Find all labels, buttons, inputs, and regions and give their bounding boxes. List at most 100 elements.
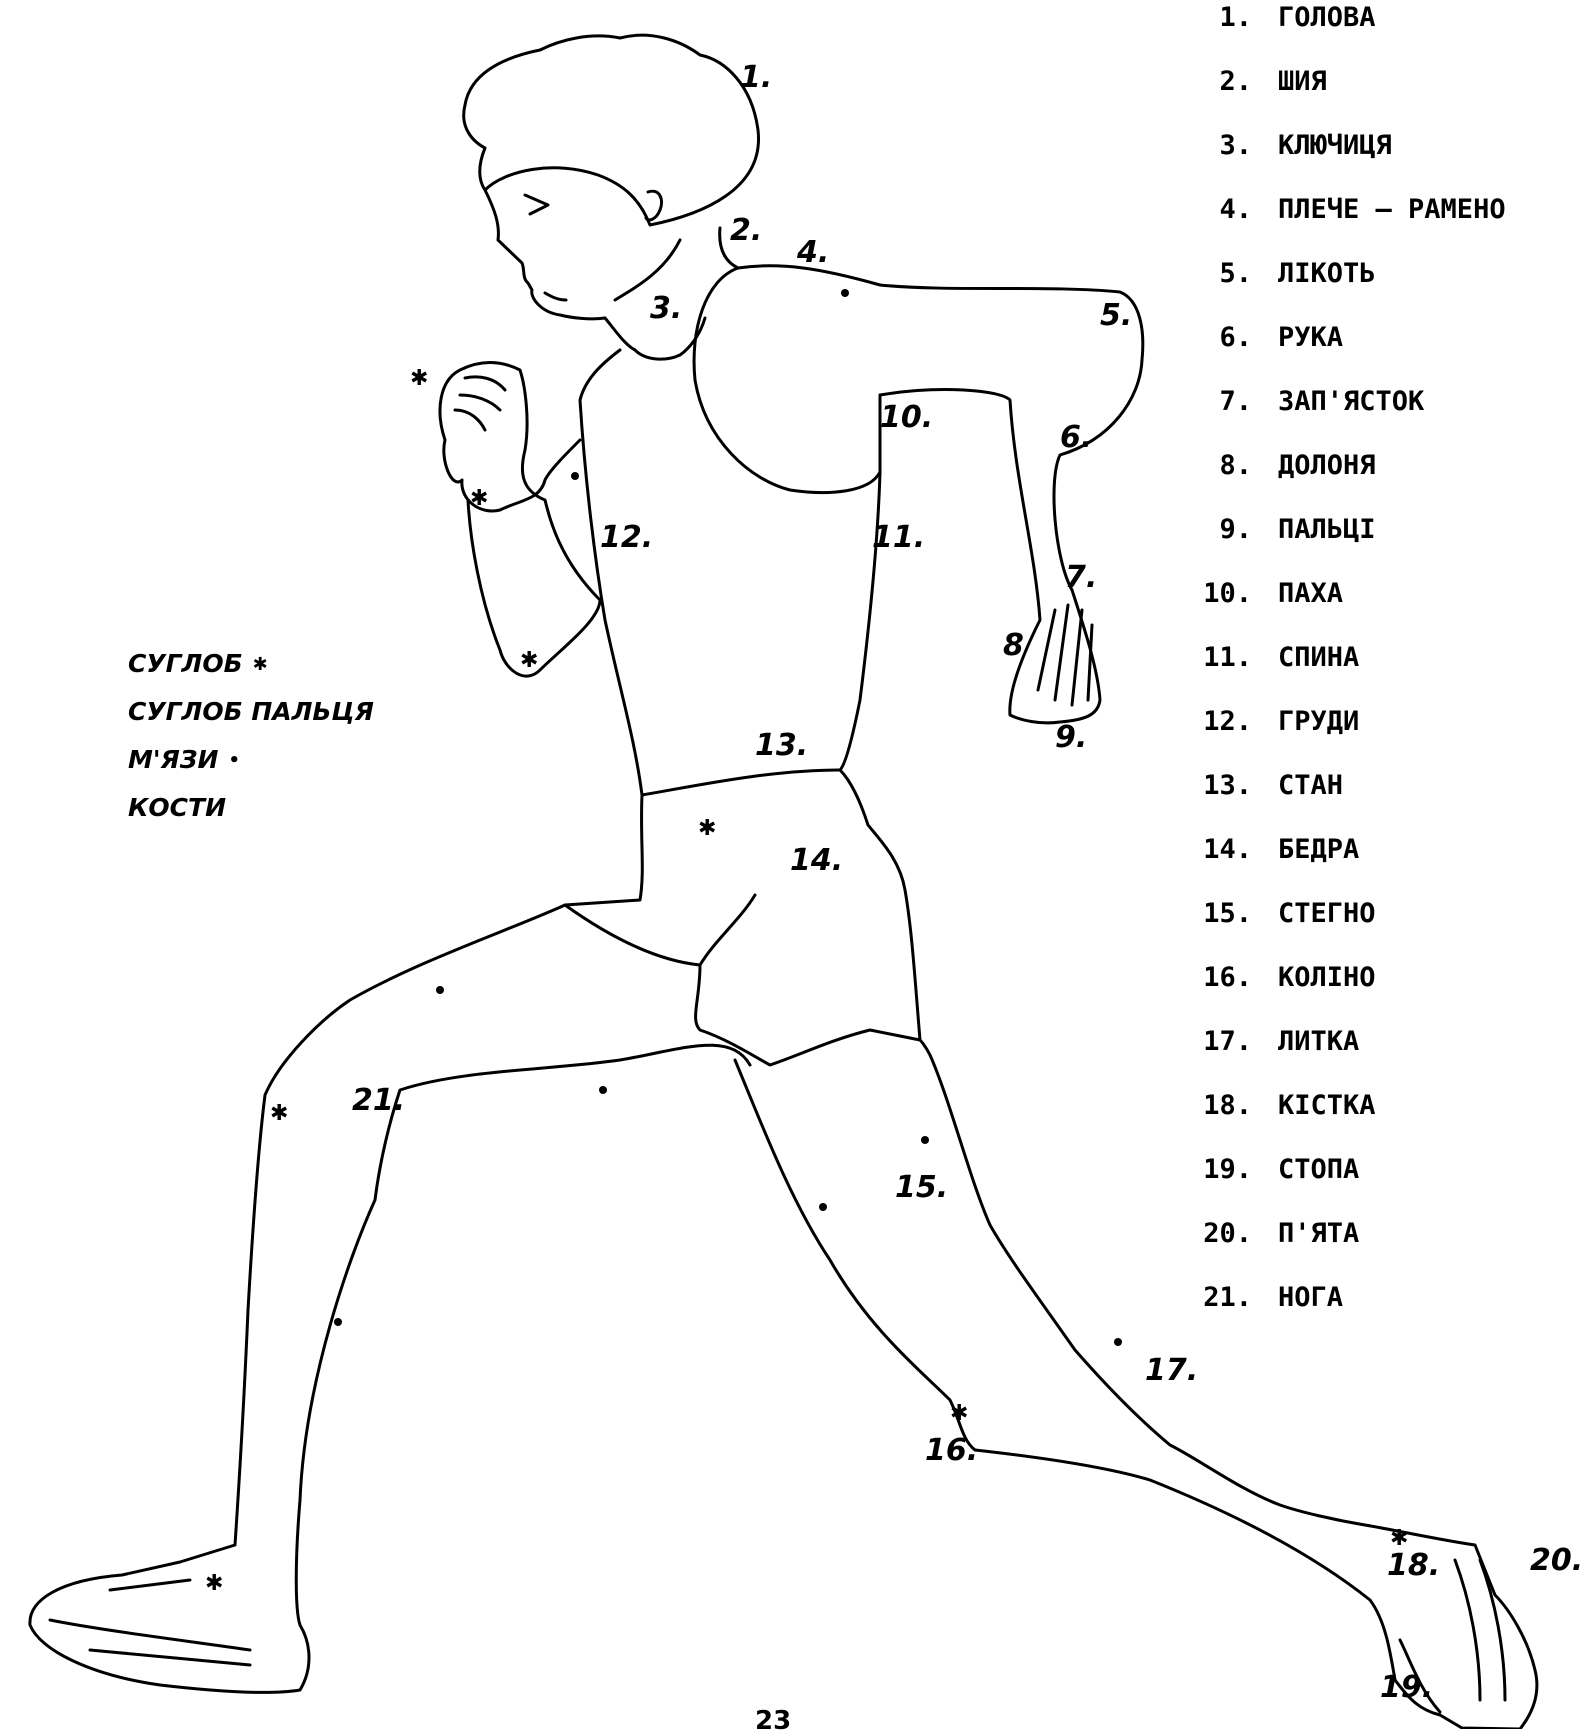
legend-number: 4.: [1219, 178, 1252, 242]
legend-label: ШИЯ: [1278, 50, 1327, 114]
figure-number-19: 19.: [1380, 1670, 1433, 1705]
legend-item: 21.НОГА: [1170, 1266, 1570, 1330]
shorts-slit: [700, 895, 755, 965]
legend-label: ЗАП'ЯСТОК: [1278, 370, 1424, 434]
key-item: СУГЛОБ ✱: [128, 640, 374, 688]
legend-item: 13. СТАН: [1170, 754, 1570, 818]
fist-knuckles: [455, 377, 505, 430]
legend-number: 14.: [1203, 818, 1252, 882]
legend-number: 20.: [1203, 1202, 1252, 1266]
legend-label: ПАЛЬЦІ: [1278, 498, 1376, 562]
legend-label: КЛЮЧИЦЯ: [1278, 114, 1392, 178]
legend-label: П'ЯТА: [1278, 1202, 1359, 1266]
muscle-marker: [599, 1086, 607, 1094]
figure-number-4: 4.: [796, 235, 829, 270]
legend-label: СТАН: [1278, 754, 1343, 818]
legend-number: 21.: [1203, 1266, 1252, 1330]
figure-number-15: 15.: [895, 1170, 948, 1205]
legend-item: 2. ШИЯ: [1170, 50, 1570, 114]
legend-label: ЛІКОТЬ: [1278, 242, 1376, 306]
legend-item: 7. ЗАП'ЯСТОК: [1170, 370, 1570, 434]
legend-label: ПАХА: [1278, 562, 1343, 626]
muscle-marker: [436, 986, 444, 994]
mouth: [545, 293, 566, 300]
muscle-marker: [841, 289, 849, 297]
legend-item: 20. П'ЯТА: [1170, 1202, 1570, 1266]
joint-marker: ✱: [470, 486, 488, 511]
legend-number: 13.: [1203, 754, 1252, 818]
muscle-marker: [571, 472, 579, 480]
legend-number: 16.: [1203, 946, 1252, 1010]
legend-item: 11. СПИНА: [1170, 626, 1570, 690]
legend-item: 17.ЛИТКА: [1170, 1010, 1570, 1074]
joint-marker: ✱: [698, 816, 716, 841]
legend-number: 18.: [1203, 1074, 1252, 1138]
legend-item: 6. РУКА: [1170, 306, 1570, 370]
legend-item: 8. ДОЛОНЯ: [1170, 434, 1570, 498]
hair-outline: [464, 35, 759, 225]
key-item: СУГЛОБ ПАЛЬЦЯ: [128, 688, 374, 736]
legend-number: 5.: [1219, 242, 1252, 306]
legend-number: 7.: [1219, 370, 1252, 434]
figure-number-11: 11.: [872, 520, 925, 555]
legend-item: 1.ГОЛОВА: [1170, 0, 1570, 50]
legend-item: 9.ПАЛЬЦІ: [1170, 498, 1570, 562]
front-arm-outline: [440, 363, 600, 677]
body-parts-legend: 1.ГОЛОВА 2. ШИЯ 3. КЛЮЧИЦЯ 4. ПЛЕЧЕ – РАМЕН…: [1170, 0, 1570, 1330]
key-label: М'ЯЗИ: [128, 745, 218, 774]
figure-number-16: 16.: [925, 1433, 978, 1468]
legend-label: ДОЛОНЯ: [1278, 434, 1376, 498]
muscle-marker: [921, 1136, 929, 1144]
legend-item: 12.ГРУДИ: [1170, 690, 1570, 754]
figure-number-2: 2.: [730, 213, 762, 248]
legend-item: 4. ПЛЕЧЕ – РАМЕНО: [1170, 178, 1570, 242]
figure-number-8: 8: [1003, 628, 1024, 663]
figure-number-17: 17.: [1145, 1353, 1198, 1388]
key-label: КОСТИ: [128, 793, 226, 822]
eye: [525, 195, 548, 214]
legend-number: 8.: [1219, 434, 1252, 498]
joint-marker: ✱: [205, 1571, 223, 1596]
legend-number: 10.: [1203, 562, 1252, 626]
legend-label: КІСТКА: [1278, 1074, 1376, 1138]
figure-number-18: 18.: [1387, 1548, 1440, 1583]
legend-item: 19.СТОПА: [1170, 1138, 1570, 1202]
figure-number-20: 20.: [1530, 1543, 1583, 1578]
shirt-right-edge: [840, 395, 880, 770]
figure-number-6: 6.: [1060, 420, 1092, 455]
legend-label: РУКА: [1278, 306, 1343, 370]
ear: [646, 191, 662, 220]
marker-key: СУГЛОБ✱ СУГЛОБ ПАЛЬЦЯ М'ЯЗИ• КОСТИ: [128, 640, 374, 832]
legend-item: 14.БЕДРА: [1170, 818, 1570, 882]
legend-item: 18. КІСТКА: [1170, 1074, 1570, 1138]
figure-number-13: 13.: [755, 728, 808, 763]
finger-lines: [1038, 605, 1092, 705]
shirt-left-edge: [580, 350, 642, 795]
figure-number-12: 12.: [600, 520, 653, 555]
key-label: СУГЛОБ ПАЛЬЦЯ: [128, 697, 374, 726]
neck-front: [605, 318, 635, 350]
figure-number-10: 10.: [880, 400, 933, 435]
muscle-marker: [819, 1203, 827, 1211]
shirt-hem: [642, 770, 840, 795]
joint-marker: ✱: [410, 366, 428, 391]
figure-number-1: 1.: [740, 60, 772, 95]
legend-label: КОЛІНО: [1278, 946, 1376, 1010]
legend-label: ПЛЕЧЕ – РАМЕНО: [1278, 178, 1506, 242]
legend-number: 11.: [1203, 626, 1252, 690]
key-label: СУГЛОБ: [128, 649, 243, 678]
legend-number: 6.: [1219, 306, 1252, 370]
figure-number-5: 5.: [1100, 298, 1132, 333]
legend-label: ГРУДИ: [1278, 690, 1359, 754]
joint-marker-icon: ✱: [253, 641, 268, 689]
key-item: КОСТИ: [128, 784, 374, 832]
legend-number: 17.: [1203, 1010, 1252, 1074]
legend-number: 3.: [1219, 114, 1252, 178]
legend-label: СПИНА: [1278, 626, 1359, 690]
shirt-armhole: [694, 268, 880, 493]
legend-number: 2.: [1219, 50, 1252, 114]
shorts-outline: [565, 770, 920, 1065]
figure-number-7: 7.: [1065, 560, 1097, 595]
figure-number-9: 9.: [1055, 720, 1087, 755]
legend-label: ГОЛОВА: [1278, 0, 1376, 50]
